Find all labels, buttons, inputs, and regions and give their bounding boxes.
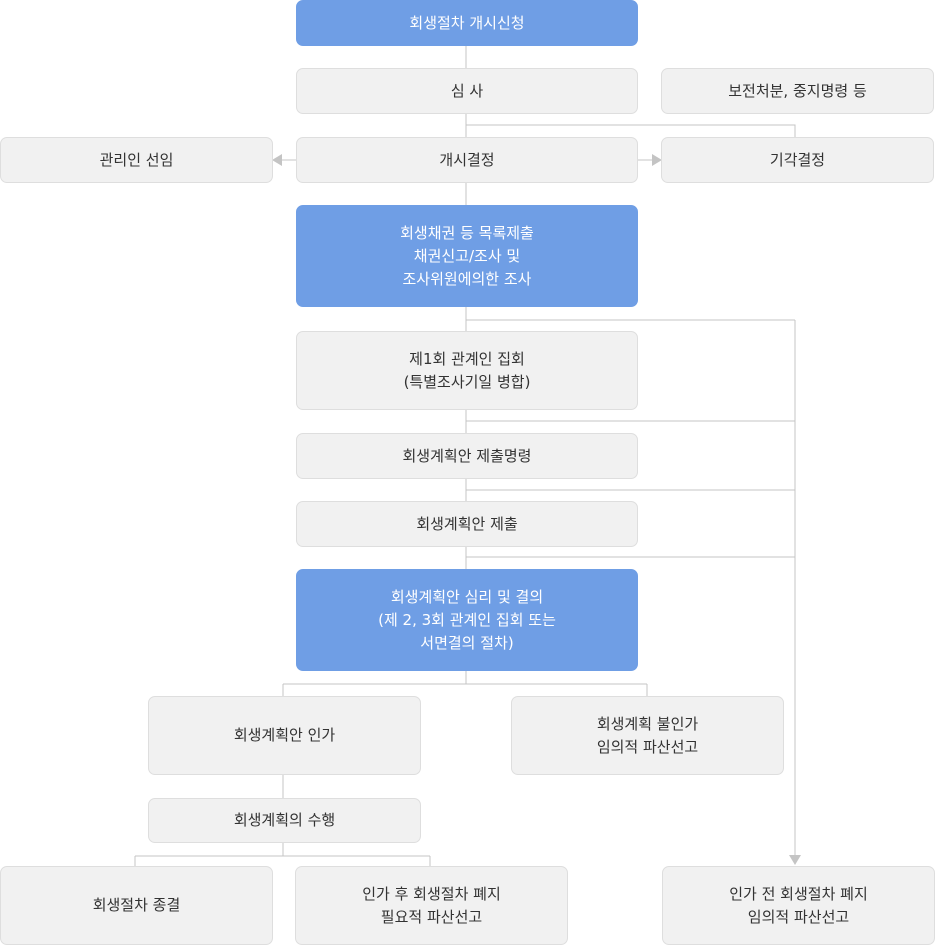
node-commencement: 개시결정 [296, 137, 638, 183]
node-label: 회생채권 등 목록제출 채권신고/조사 및 조사위원에의한 조사 [400, 223, 534, 288]
arrow-right-icon [652, 154, 662, 166]
node-plan-execution: 회생계획의 수행 [148, 798, 421, 843]
node-preservation: 보전처분, 중지명령 등 [661, 68, 934, 114]
node-label: 회생계획안 심리 및 결의 (제 2, 3회 관계인 집회 또는 서면결의 절차… [378, 587, 556, 652]
node-claims: 회생채권 등 목록제출 채권신고/조사 및 조사위원에의한 조사 [296, 205, 638, 307]
node-label: 인가 전 회생절차 폐지 임의적 파산선고 [729, 884, 868, 926]
node-label: 제1회 관계인 집회 (특별조사기일 병합) [403, 349, 531, 391]
node-label: 회생계획의 수행 [233, 811, 336, 829]
node-pre-abolition: 인가 전 회생절차 폐지 임의적 파산선고 [662, 866, 935, 945]
node-post-abolition: 인가 후 회생절차 폐지 필요적 파산선고 [295, 866, 568, 945]
node-label: 인가 후 회생절차 폐지 필요적 파산선고 [362, 884, 501, 926]
node-label: 회생절차 개시신청 [409, 13, 525, 32]
node-label: 회생계획안 인가 [233, 726, 336, 744]
arrow-down-icon [789, 855, 801, 865]
node-label: 관리인 선임 [99, 150, 174, 169]
node-plan-rejection: 회생계획 불인가 임의적 파산선고 [511, 696, 784, 775]
node-review: 심 사 [296, 68, 638, 114]
node-label: 기각결정 [769, 150, 826, 169]
node-label: 회생계획안 제출명령 [402, 446, 532, 465]
node-plan-approval: 회생계획안 인가 [148, 696, 421, 775]
node-first-meeting: 제1회 관계인 집회 (특별조사기일 병합) [296, 331, 638, 410]
node-label: 심 사 [450, 81, 484, 100]
node-label: 보전처분, 중지명령 등 [728, 81, 867, 100]
node-dismissal: 기각결정 [661, 137, 934, 183]
node-plan-review: 회생계획안 심리 및 결의 (제 2, 3회 관계인 집회 또는 서면결의 절차… [296, 569, 638, 671]
node-label: 회생절차 종결 [92, 896, 181, 914]
arrow-left-icon [272, 154, 282, 166]
node-label: 회생계획 불인가 임의적 파산선고 [596, 714, 699, 756]
node-start: 회생절차 개시신청 [296, 0, 638, 46]
node-trustee: 관리인 선임 [0, 137, 273, 183]
node-plan-order: 회생계획안 제출명령 [296, 433, 638, 479]
node-label: 회생계획안 제출 [416, 514, 518, 533]
node-plan-submit: 회생계획안 제출 [296, 501, 638, 547]
node-termination: 회생절차 종결 [0, 866, 273, 945]
node-label: 개시결정 [439, 150, 495, 169]
